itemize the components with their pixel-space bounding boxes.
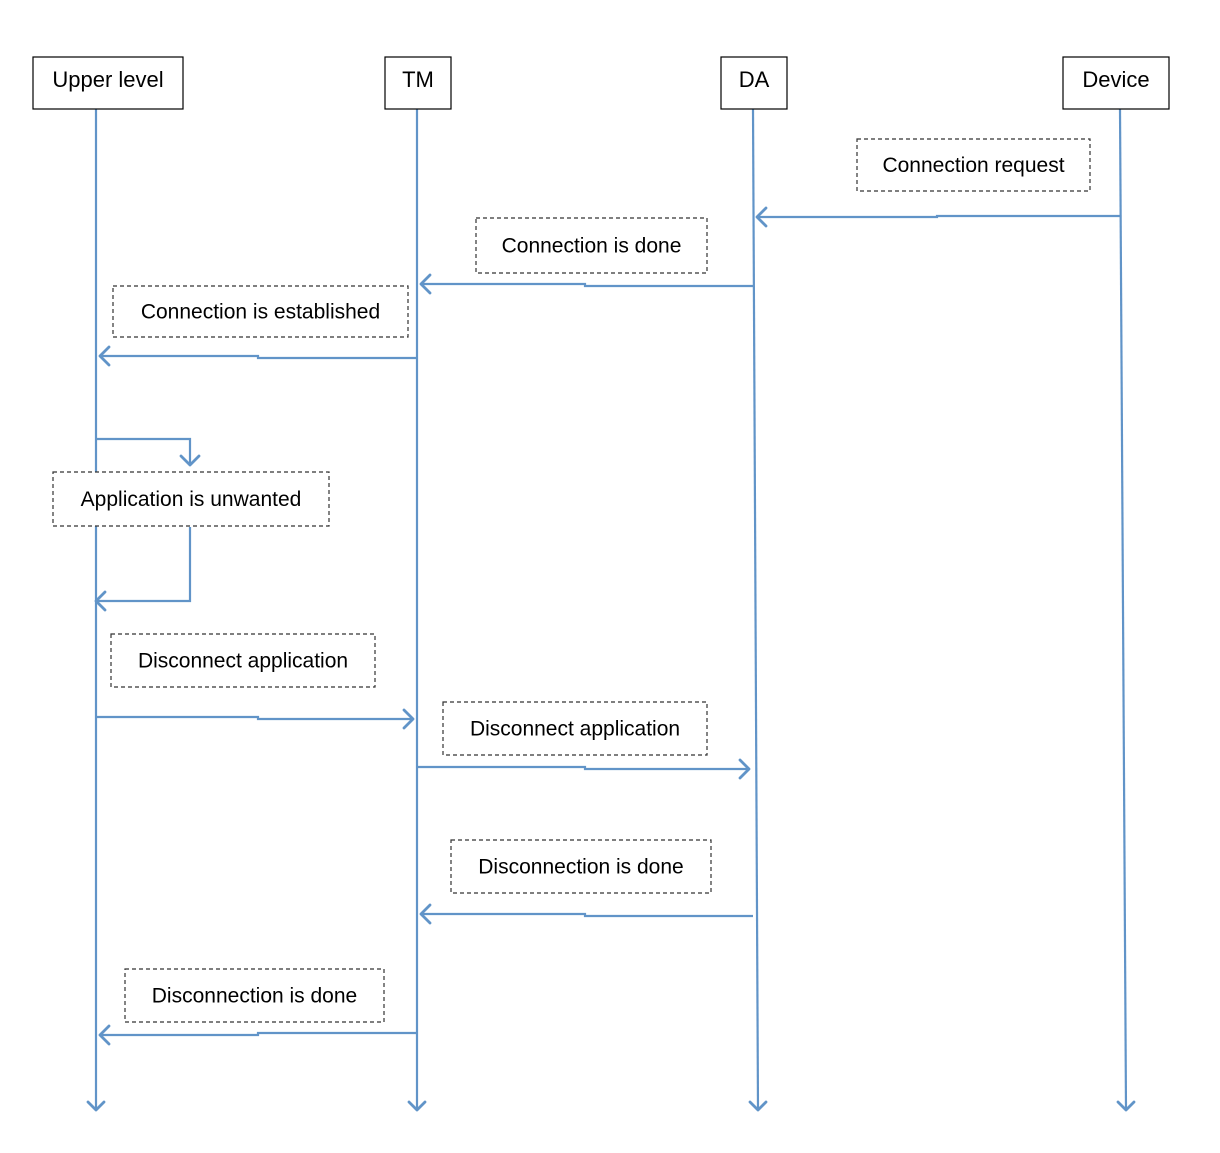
- lifeline-end-arrow-icon: [407, 1100, 427, 1112]
- arrowhead-icon: [98, 1024, 111, 1046]
- message-label: Disconnect application: [470, 718, 680, 741]
- message-note-box: [110, 633, 376, 688]
- message-line: [421, 282, 753, 288]
- lifeline-device: [1118, 108, 1128, 1111]
- arrowhead-icon: [419, 273, 432, 295]
- participant-box: [384, 56, 452, 110]
- message-line: [96, 715, 413, 721]
- message-2: Connection is done: [419, 217, 753, 295]
- message-7: Disconnection is done: [419, 839, 753, 925]
- participant-tm: TM: [384, 56, 452, 110]
- message-label: Disconnect application: [138, 650, 348, 673]
- participant-device: Device: [1062, 56, 1170, 110]
- arrowhead-icon: [738, 758, 751, 780]
- message-6: Disconnect application: [417, 701, 751, 780]
- message-note-box: [52, 471, 330, 527]
- lifeline-end-arrow-icon: [748, 1100, 768, 1112]
- arrowhead-icon: [179, 454, 201, 467]
- message-5: Disconnect application: [96, 633, 415, 730]
- participant-label: TM: [402, 67, 434, 92]
- message-label: Disconnection is done: [152, 985, 357, 1008]
- participant-label: Upper level: [52, 67, 163, 92]
- message-line: [757, 214, 1120, 219]
- message-note-box: [450, 839, 712, 894]
- message-label: Connection request: [882, 154, 1064, 177]
- message-return-line: [96, 527, 192, 603]
- message-label: Connection is done: [502, 235, 682, 258]
- message-3: Connection is established: [98, 285, 417, 367]
- participant-label: DA: [739, 67, 770, 92]
- message-label: Disconnection is done: [478, 856, 683, 879]
- participant-upper: Upper level: [32, 56, 184, 110]
- message-label: Application is unwanted: [81, 488, 302, 511]
- message-note-box: [856, 138, 1091, 192]
- message-1: Connection request: [755, 138, 1120, 228]
- participant-label: Device: [1082, 67, 1149, 92]
- participant-box: [1062, 56, 1170, 110]
- arrowhead-icon: [755, 206, 768, 228]
- arrowhead-icon: [402, 708, 415, 730]
- message-note-box: [124, 968, 385, 1023]
- arrowhead-icon: [94, 590, 107, 612]
- message-label: Connection is established: [141, 301, 380, 324]
- message-line: [417, 765, 749, 771]
- message-8: Disconnection is done: [98, 968, 417, 1046]
- message-line: [421, 912, 753, 918]
- message-note-box: [442, 701, 708, 756]
- participant-box: [720, 56, 788, 110]
- arrowhead-icon: [98, 345, 111, 367]
- message-4: Application is unwanted: [52, 437, 330, 612]
- arrowhead-icon: [419, 903, 432, 925]
- message-note-box: [475, 217, 708, 274]
- lifeline-end-arrow-icon: [86, 1100, 106, 1112]
- lifeline-end-arrow-icon: [1116, 1100, 1136, 1112]
- lifeline-da: [751, 108, 760, 1111]
- message-line: [100, 354, 417, 360]
- participant-da: DA: [720, 56, 788, 110]
- message-line: [96, 437, 192, 465]
- message-line: [100, 1031, 417, 1037]
- message-note-box: [112, 285, 409, 338]
- participant-box: [32, 56, 184, 110]
